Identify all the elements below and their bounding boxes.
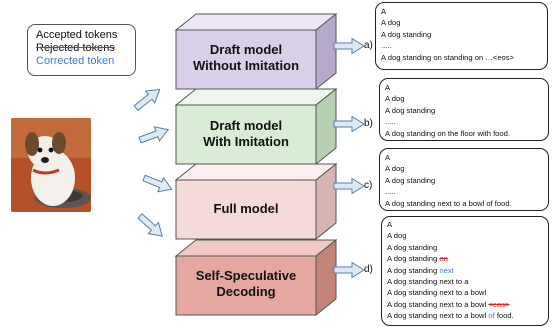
rejected-token-on: on — [439, 254, 448, 264]
output-box-c: A A dog A dog standing ..... A dog stand… — [379, 148, 549, 211]
legend-rejected: Rejected tokens — [36, 42, 115, 54]
step-a: a) — [364, 40, 373, 51]
output-box-a: A A dog A dog standing ..... A dog stand… — [375, 2, 548, 70]
dog-photo — [11, 118, 91, 212]
output-box-d: A A dog A dog standing A dog standing on… — [381, 216, 549, 326]
legend-accepted: Accepted tokens — [36, 29, 118, 41]
arrow-image-to-box3 — [140, 170, 176, 197]
rejected-token-eos: <eos> — [488, 299, 510, 309]
legend-corrected: Corrected token — [36, 55, 115, 67]
box3-label: Full model — [213, 201, 279, 216]
legend: Accepted tokens Rejected tokens Correcte… — [27, 24, 136, 76]
arrow-image-to-box4 — [134, 209, 168, 243]
arrow-image-to-box2 — [136, 122, 172, 148]
box-draft-with-imitation — [174, 87, 338, 166]
step-d: d) — [364, 264, 373, 275]
output-box-b: A A dog A dog standing ..... A dog stand… — [379, 78, 549, 141]
box-self-speculative — [174, 238, 338, 317]
box-full-model — [174, 162, 338, 241]
arrow-box3-to-output — [333, 178, 365, 194]
arrow-box1-to-output — [333, 38, 365, 54]
arrow-image-to-box1 — [130, 83, 165, 115]
arrow-box4-to-output — [333, 262, 365, 278]
step-b: b) — [364, 118, 373, 129]
corrected-token-next: next — [439, 265, 454, 275]
arrow-box2-to-output — [333, 116, 365, 132]
corrected-token-of: of — [488, 311, 495, 321]
step-c: c) — [364, 180, 373, 191]
